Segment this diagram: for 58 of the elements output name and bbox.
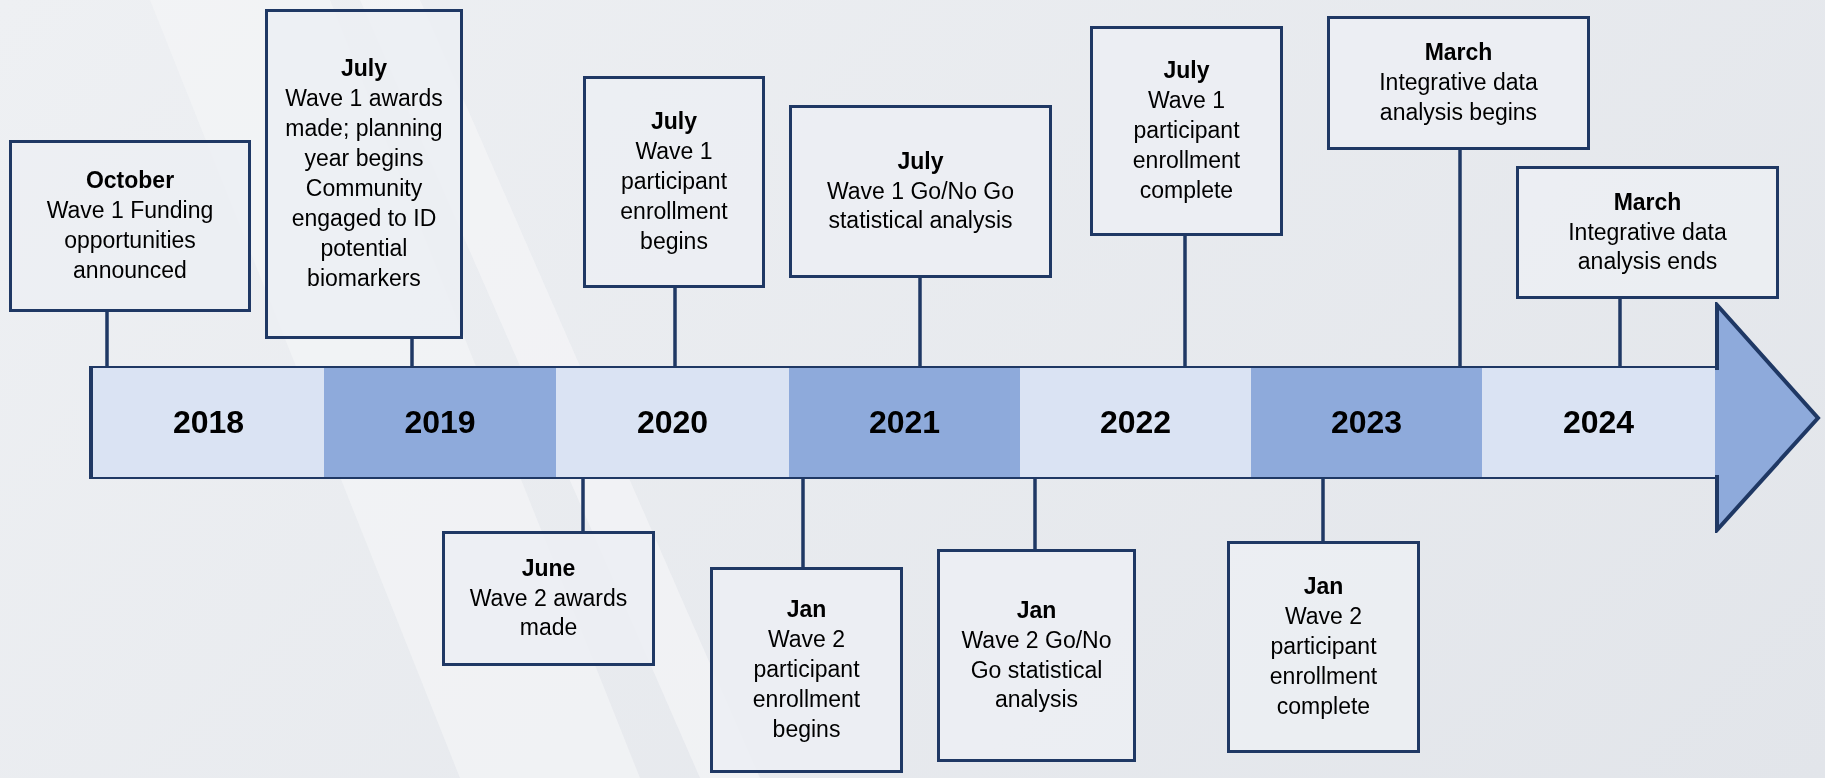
year-label: 2023 [1330,404,1403,441]
event-date: Jan [1303,572,1344,602]
event-date: March [1424,38,1493,68]
leader-line [1033,477,1037,549]
event-date: July [897,146,944,176]
event-description: Wave 2 awards made [468,583,629,643]
event-date: July [341,54,387,84]
year-label: 2021 [868,404,941,441]
leader-line [1321,477,1325,541]
year-label: 2020 [636,404,709,441]
year-label: 2022 [1099,404,1172,441]
leader-line [918,278,922,368]
event-date: Jan [786,595,827,625]
event-date: July [1163,56,1210,86]
event-date: March [1613,187,1682,217]
year-label: 2019 [404,404,476,441]
event-description: Wave 2 Go/No Go statistical analysis [960,625,1113,715]
timeline-segment [93,368,324,477]
event-description: Integrative data analysis ends [1567,217,1728,277]
event-description: Wave 1 participant enrollment begins [619,137,729,256]
timeline-segment [1020,368,1251,477]
event-box [583,76,765,288]
leader-line [801,477,805,567]
leader-line [673,288,677,368]
event-box [1516,166,1779,299]
event-description: Wave 1 Go/No Go statistical analysis [825,176,1016,236]
timeline-segment [789,368,1020,477]
leader-line [581,477,585,531]
event-description: Wave 1 Funding opportunities announced [45,196,215,285]
event-box [442,531,655,666]
timeline-segment [324,368,556,477]
event-box [9,140,251,312]
timeline-segment [556,368,789,477]
leader-line [410,339,414,368]
event-box [1227,541,1420,753]
leader-line [1183,236,1187,368]
event-date: Jan [1016,595,1057,625]
event-box [789,105,1052,278]
timeline-segment [1251,368,1482,477]
timeline-segment [1482,368,1715,477]
event-box [937,549,1136,762]
event-box [1327,16,1590,150]
year-label: 2024 [1562,404,1635,441]
event-description: Integrative data analysis begins [1378,68,1539,127]
event-date: October [85,166,175,196]
event-description: Wave 1 participant enrollment complete [1131,86,1242,205]
leader-line [1458,150,1462,368]
event-description: Wave 2 participant enrollment complete [1268,602,1379,721]
event-description: Wave 2 participant enrollment begins [751,625,862,744]
event-box [265,9,463,339]
event-box [710,567,903,773]
event-date: July [651,107,697,137]
event-description: Wave 1 awards made; planning year begins Community engaged to ID potential biomarkers [284,84,444,293]
leader-line [1618,299,1622,368]
event-box [1090,26,1283,236]
event-date: June [521,553,576,583]
leader-line [105,312,109,368]
year-label: 2018 [172,404,245,441]
